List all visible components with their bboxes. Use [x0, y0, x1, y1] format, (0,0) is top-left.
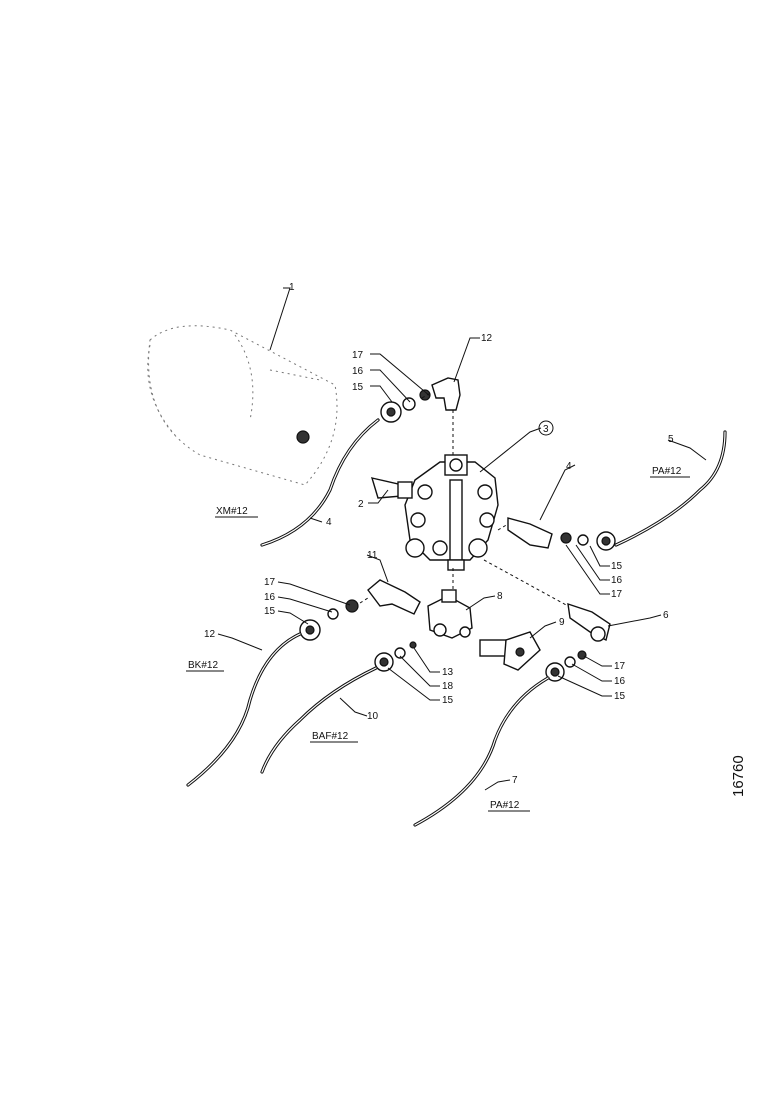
hose-codes: XM#12 PA#12 BK#12 BAF#12 PA#12 — [188, 466, 682, 811]
callout-1: 1 — [289, 282, 295, 293]
fittings-hose-10 — [374, 641, 417, 672]
tee-fitting — [427, 589, 473, 639]
hose-code-pa-bottom: PA#12 — [490, 800, 520, 811]
hoses — [186, 418, 727, 827]
callout-13: 13 — [442, 667, 454, 678]
hose-code-xm: XM#12 — [216, 506, 248, 517]
hose-code-pa-top: PA#12 — [652, 466, 682, 477]
callout-3-circle — [538, 420, 554, 436]
callout-15-right: 15 — [611, 561, 623, 572]
figure-number: 16760 — [730, 755, 747, 797]
callout-17-top: 17 — [352, 350, 364, 361]
callout-8: 8 — [497, 591, 503, 602]
callout-4-left: 4 — [326, 517, 332, 528]
callout-16-right: 16 — [611, 575, 623, 586]
callout-16-bottom: 16 — [614, 676, 626, 687]
fittings-hose-7 — [545, 650, 587, 682]
callout-5: 5 — [668, 434, 674, 445]
callout-16-top: 16 — [352, 366, 364, 377]
callout-15-left: 15 — [264, 606, 276, 617]
callout-4-right: 4 — [566, 461, 572, 472]
callout-9: 9 — [559, 617, 565, 628]
callout-15-bottom: 15 — [614, 691, 626, 702]
tank-cylinder — [147, 325, 338, 486]
check-valve — [479, 631, 541, 671]
callout-17-bottom: 17 — [614, 661, 626, 672]
elbow-right — [507, 517, 616, 551]
callout-17-left: 17 — [264, 577, 276, 588]
callout-11: 11 — [367, 550, 378, 561]
callout-12-top: 12 — [481, 333, 493, 344]
callout-3: 3 — [543, 424, 549, 435]
callout-12-left: 12 — [204, 629, 216, 640]
hose-code-bk: BK#12 — [188, 660, 218, 671]
callout-17-right: 17 — [611, 589, 623, 600]
callout-18: 18 — [442, 681, 454, 692]
callout-15-top: 15 — [352, 382, 364, 393]
fitting-2 — [370, 477, 413, 499]
alignment-lines — [359, 391, 569, 607]
callout-10: 10 — [367, 711, 379, 722]
callout-labels: 1 12 17 16 15 3 4 5 2 4 15 16 17 11 17 1… — [204, 282, 674, 786]
elbow-6 — [567, 602, 611, 642]
elbow-left — [299, 579, 421, 641]
leader-lines — [186, 287, 707, 812]
hose-code-baf: BAF#12 — [312, 731, 349, 742]
callout-7: 7 — [512, 775, 518, 786]
callout-2: 2 — [358, 499, 364, 510]
valve-block — [404, 454, 499, 571]
callout-15-center: 15 — [442, 695, 454, 706]
callout-6: 6 — [663, 610, 669, 621]
elbow-top — [380, 377, 461, 423]
callout-16-left: 16 — [264, 592, 276, 603]
